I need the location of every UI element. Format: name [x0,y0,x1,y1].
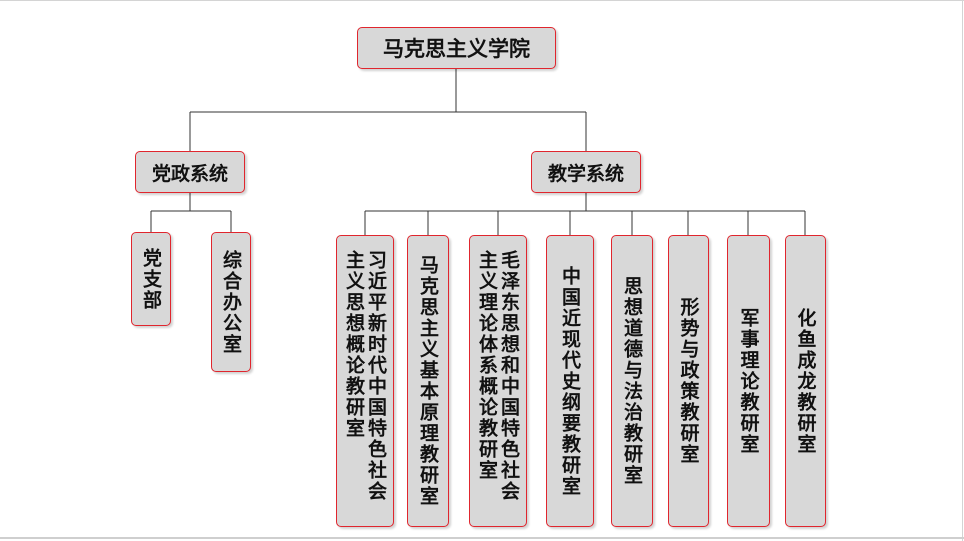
node-military-theory-office: 军事理论教研室 [727,235,770,527]
node-situation-policy-office: 形势与政策教研室 [668,235,709,527]
node-party-branch: 党支部 [131,232,171,326]
slide-border-top [0,0,964,1]
node-huayu-office: 化鱼成龙教研室 [785,235,826,527]
node-modern-history-office-label: 中国近现代史纲要教研室 [559,265,581,497]
node-huayu-office-label: 化鱼成龙教研室 [794,307,817,455]
node-military-theory-office-label: 军事理论教研室 [737,307,760,455]
node-morality-law-office-label: 思想道德与法治教研室 [621,276,643,486]
node-situation-policy-office-label: 形势与政策教研室 [677,297,700,465]
slide-border-bottom [0,537,964,539]
slide-border-right [962,0,963,541]
node-mao-theory-office: 毛泽东思想和中国特色社会主义理论体系概论教研室 [469,235,527,527]
node-marxism-principles-office-label: 马克思主义基本原理教研室 [417,255,439,507]
node-general-office: 综合办公室 [211,232,251,372]
node-xi-thought-office: 习近平新时代中国特色社会主义思想概论教研室 [336,235,394,527]
node-modern-history-office: 中国近现代史纲要教研室 [546,235,594,527]
node-general-office-label: 综合办公室 [220,249,242,355]
node-mao-theory-office-label: 毛泽东思想和中国特色社会主义理论体系概论教研室 [476,250,520,502]
node-party-system: 党政系统 [135,151,245,193]
node-teaching-system: 教学系统 [531,151,641,193]
node-morality-law-office: 思想道德与法治教研室 [611,235,653,527]
node-xi-thought-office-label: 习近平新时代中国特色社会主义思想概论教研室 [343,250,387,502]
node-root: 马克思主义学院 [357,27,556,69]
node-teaching-system-label: 教学系统 [547,162,624,185]
node-root-label: 马克思主义学院 [383,37,530,61]
node-party-system-label: 党政系统 [151,162,228,185]
node-marxism-principles-office: 马克思主义基本原理教研室 [407,235,449,527]
node-party-branch-label: 党支部 [140,247,162,311]
